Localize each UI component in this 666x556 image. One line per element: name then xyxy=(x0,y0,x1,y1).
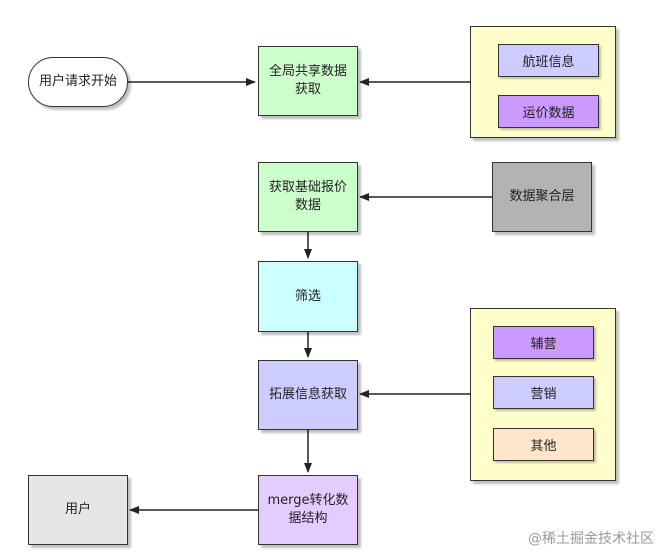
shared-data-label: 全局共享数据获取 xyxy=(268,64,347,97)
marketing-chip: 营销 xyxy=(493,376,594,409)
aggregation-layer-label: 数据聚合层 xyxy=(509,189,575,204)
expand-info-node: 拓展信息获取 xyxy=(258,360,358,430)
user-label: 用户 xyxy=(64,502,91,517)
expand-info-label: 拓展信息获取 xyxy=(268,387,347,402)
shared-data-node: 全局共享数据获取 xyxy=(258,46,358,116)
ancillary-chip: 辅营 xyxy=(493,326,594,359)
fare-data-chip: 运价数据 xyxy=(498,95,599,128)
source-panel-bottom: 辅营 营销 其他 xyxy=(470,308,616,481)
watermark: @稀土掘金技术社区 xyxy=(528,531,654,547)
user-node: 用户 xyxy=(28,475,128,545)
base-quote-label: 获取基础报价数据 xyxy=(268,180,347,213)
filter-label: 筛选 xyxy=(294,288,321,304)
aggregation-layer-node: 数据聚合层 xyxy=(492,162,592,232)
fare-data-label: 运价数据 xyxy=(522,106,575,121)
other-label: 其他 xyxy=(530,439,557,454)
merge-label: merge转化数据结构 xyxy=(267,493,349,526)
other-chip: 其他 xyxy=(493,428,594,461)
marketing-label: 营销 xyxy=(530,387,557,402)
start-node: 用户请求开始 xyxy=(28,57,128,107)
filter-node: 筛选 xyxy=(258,261,358,332)
flight-info-chip: 航班信息 xyxy=(498,44,599,77)
start-node-label: 用户请求开始 xyxy=(38,74,117,89)
flight-info-label: 航班信息 xyxy=(522,55,575,70)
merge-node: merge转化数据结构 xyxy=(258,475,358,545)
base-quote-node: 获取基础报价数据 xyxy=(258,162,358,232)
source-panel-top: 航班信息 运价数据 xyxy=(470,26,616,138)
ancillary-label: 辅营 xyxy=(530,337,557,352)
